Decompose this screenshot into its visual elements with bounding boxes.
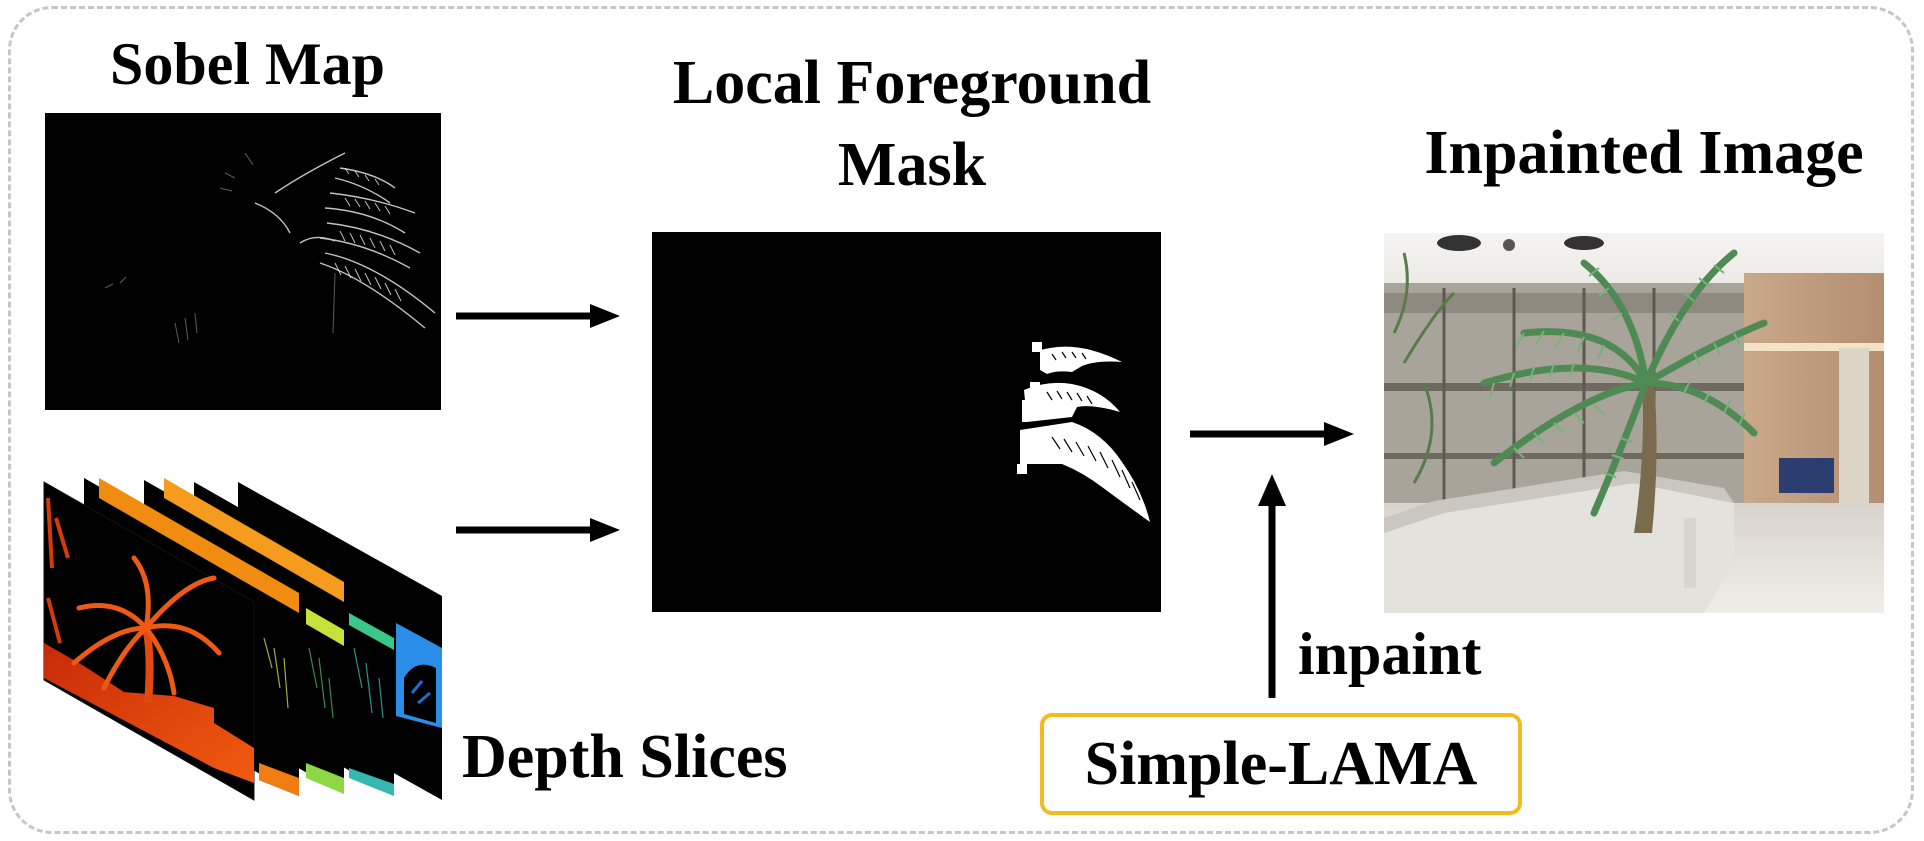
arrow-up-icon xyxy=(1258,474,1286,698)
inpainted-image-title: Inpainted Image xyxy=(1424,119,1864,187)
simple-lama-model-box: Simple-LAMA xyxy=(1040,713,1522,815)
mask-title-line-2: Mask xyxy=(837,131,987,199)
inpainted-scene-graphic xyxy=(1384,233,1884,613)
depth-slices-stack xyxy=(43,478,442,801)
foreground-mask-image xyxy=(652,232,1161,612)
depth-slices-title: Depth Slices xyxy=(462,723,788,791)
mask-title-line-1: Local Foreground xyxy=(672,49,1152,117)
inpainted-image xyxy=(1384,233,1884,613)
arrow-right-icon xyxy=(456,304,620,328)
sobel-map-title: Sobel Map xyxy=(109,31,386,97)
inpaint-action-label: inpaint xyxy=(1298,621,1482,687)
sobel-edges-graphic xyxy=(104,152,436,344)
diagram-frame xyxy=(8,6,1914,834)
sobel-map-image xyxy=(45,113,441,410)
simple-lama-label: Simple-LAMA xyxy=(1084,729,1478,798)
arrow-right-icon xyxy=(1190,422,1354,446)
arrow-right-icon xyxy=(456,518,620,542)
mask-shape-graphic xyxy=(1017,342,1150,522)
